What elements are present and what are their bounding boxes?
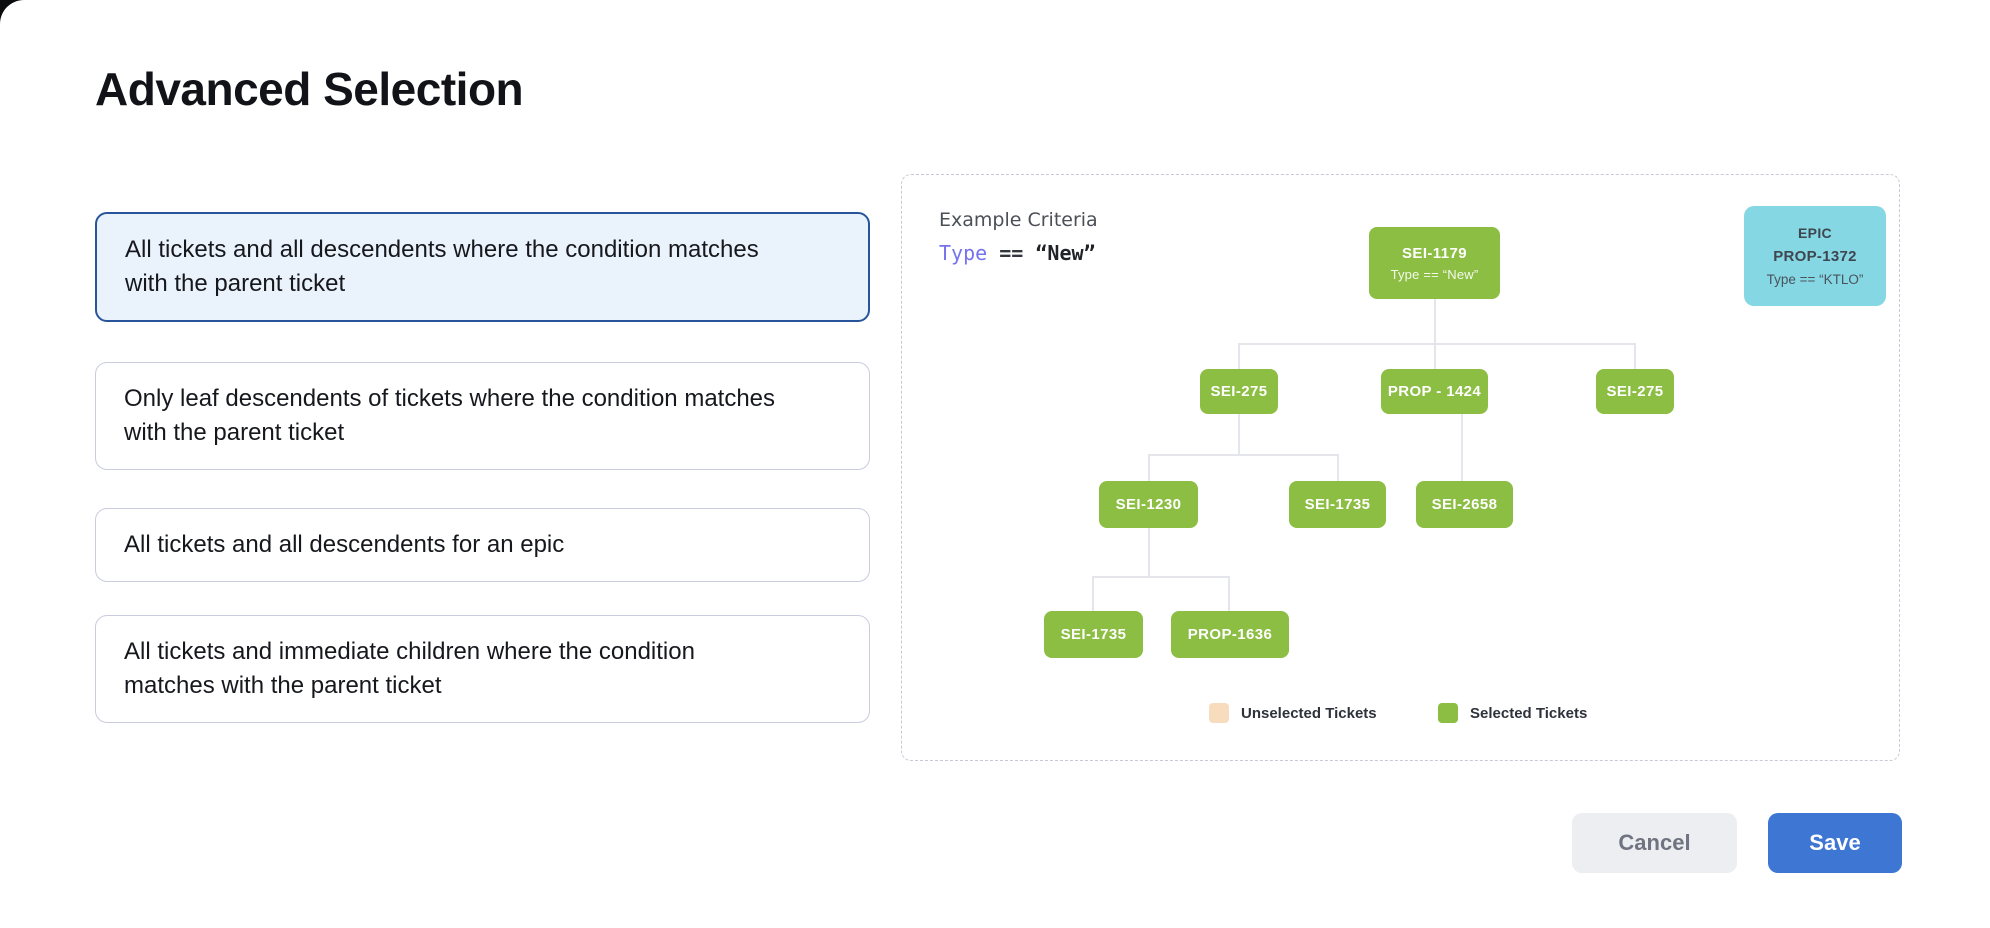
tree-connector [1228,576,1230,611]
tree-connector [1434,299,1436,343]
epic-ticket-card: EPIC PROP-1372 Type == “KTLO” [1744,206,1886,306]
tree-connector [1238,414,1240,454]
legend-swatch-unselected [1209,703,1229,723]
example-criteria-heading: Example Criteria [939,209,1098,231]
example-criteria-code: Type == “New” [939,241,1096,265]
tree-node: SEI-1735 [1044,611,1143,658]
epic-ticket-condition: Type == “KTLO” [1766,272,1864,287]
legend-label-unselected: Unselected Tickets [1241,705,1377,722]
example-diagram-panel: Example Criteria Type == “New” EPIC PROP… [901,174,1900,761]
tree-connector [1461,414,1463,481]
tree-node-label: SEI-275 [1606,383,1664,400]
tree-node: PROP - 1424 [1381,369,1488,414]
tree-node: SEI-1735 [1289,481,1386,528]
epic-ticket-id: PROP-1372 [1773,248,1857,265]
page-title: Advanced Selection [95,63,524,115]
option-all-descendents-epic[interactable]: All tickets and all descendents for an e… [95,508,870,582]
tree-node-label: SEI-1735 [1060,626,1127,643]
tree-connector [1634,343,1636,369]
tree-connector [1148,454,1150,481]
tree-connector [1148,454,1339,456]
option-all-descendents-condition[interactable]: All tickets and all descendents where th… [95,212,870,322]
tree-node-condition: Type == “New” [1390,266,1479,282]
tree-node: PROP-1636 [1171,611,1289,658]
tree-connector [1092,576,1230,578]
tree-connector [1148,528,1150,576]
criteria-operator: == [999,241,1024,265]
tree-node-label: SEI-1179 [1402,244,1467,262]
tree-node: SEI-2658 [1416,481,1513,528]
tree-connector [1337,454,1339,481]
option-immediate-children-condition[interactable]: All tickets and immediate children where… [95,615,870,723]
option-leaf-descendents-condition[interactable]: Only leaf descendents of tickets where t… [95,362,870,470]
tree-connector [1239,343,1636,345]
option-label: All tickets and immediate children where… [124,638,695,699]
tree-connector [1092,576,1094,611]
tree-node-label: SEI-1230 [1115,496,1182,513]
tree-node-root: SEI-1179 Type == “New” [1369,227,1500,299]
tree-node: SEI-275 [1596,369,1674,414]
option-label: All tickets and all descendents for an e… [124,531,565,558]
tree-node-label: PROP-1636 [1187,626,1273,643]
tree-node-label: SEI-1735 [1304,496,1371,513]
save-button[interactable]: Save [1768,813,1902,873]
option-label: Only leaf descendents of tickets where t… [124,385,776,446]
criteria-field: Type [939,241,988,265]
epic-type-label: EPIC [1798,225,1832,241]
tree-node: SEI-275 [1200,369,1278,414]
tree-connector [1434,343,1436,369]
legend-label-selected: Selected Tickets [1470,705,1588,722]
legend-swatch-selected [1438,703,1458,723]
tree-connector [1238,343,1240,369]
option-label: All tickets and all descendents where th… [125,236,759,297]
tree-node-label: SEI-275 [1210,383,1268,400]
tree-node: SEI-1230 [1099,481,1198,528]
criteria-value: “New” [1035,241,1096,265]
tree-node-label: SEI-2658 [1431,496,1498,513]
tree-node-label: PROP - 1424 [1387,383,1482,400]
cancel-button[interactable]: Cancel [1572,813,1737,873]
